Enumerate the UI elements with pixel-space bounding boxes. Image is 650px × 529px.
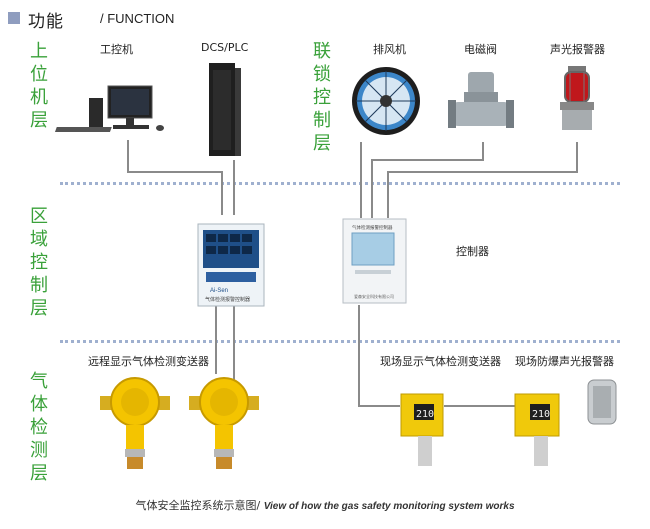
label-explosion-alarm: 现场防爆声光报警器 [515, 355, 614, 368]
label-remote-transmitter: 远程显示气体检测变送器 [88, 355, 209, 368]
caption-en: View of how the gas safety monitoring sy… [263, 501, 515, 512]
local-transmitter-icon [400, 393, 444, 466]
area-controller-panel-left [197, 223, 265, 307]
header-title-en: / FUNCTION [100, 11, 175, 26]
left-panel-caption: 气体检测报警控制器 [205, 296, 250, 303]
label-alarm: 声光报警器 [550, 43, 605, 56]
header-square-icon [8, 12, 20, 24]
layer-label-detection: 气体检测层 [30, 371, 48, 484]
separator-bottom [60, 340, 620, 343]
explosion-alarm-transmitter-icon [514, 393, 560, 466]
label-valve: 电磁阀 [464, 43, 497, 56]
separator-top [60, 182, 620, 185]
wire-valve-controller [371, 142, 484, 218]
layer-label-upper: 上位机层 [30, 41, 48, 131]
label-ipc: 工控机 [100, 43, 133, 56]
left-panel-brand: Ai-Sen [210, 288, 228, 294]
explosion-horn-icon [587, 379, 617, 425]
wire-controller-transmitter [358, 305, 400, 407]
wire-alarm-controller [387, 142, 578, 218]
remote-transmitter-1-icon [100, 377, 170, 469]
layer-label-interlock: 联锁控制层 [313, 41, 331, 154]
diagram-caption: 气体安全监控系统示意图/ View of how the gas safety … [0, 497, 650, 513]
wire-ipc-panel [127, 140, 223, 215]
label-controller: 控制器 [456, 245, 489, 258]
label-local-transmitter: 现场显示气体检测变送器 [380, 355, 501, 368]
exhaust-fan-icon [352, 67, 420, 135]
solenoid-valve-icon [448, 72, 514, 128]
layer-label-area: 区域控制层 [30, 206, 48, 319]
local-transmitter-display: 210 [416, 409, 434, 420]
caption-cn: 气体安全监控系统示意图/ [135, 499, 261, 512]
right-controller-bottom: 爱森安全科技有限公司 [354, 293, 394, 299]
dcs-cabinet-icon [209, 63, 241, 156]
label-dcs: DCS/PLC [201, 41, 249, 54]
beacon-alarm-icon [560, 66, 594, 130]
header-title-cn: 功能 [28, 12, 64, 32]
wiring [127, 140, 578, 407]
remote-transmitter-2-icon [189, 377, 259, 469]
label-fan: 排风机 [373, 43, 406, 56]
ipc-computer-icon [54, 85, 164, 132]
explosion-alarm-display: 210 [532, 409, 550, 420]
right-controller-title: 气体检测报警控制器 [352, 224, 393, 231]
area-controller-right [342, 218, 407, 304]
